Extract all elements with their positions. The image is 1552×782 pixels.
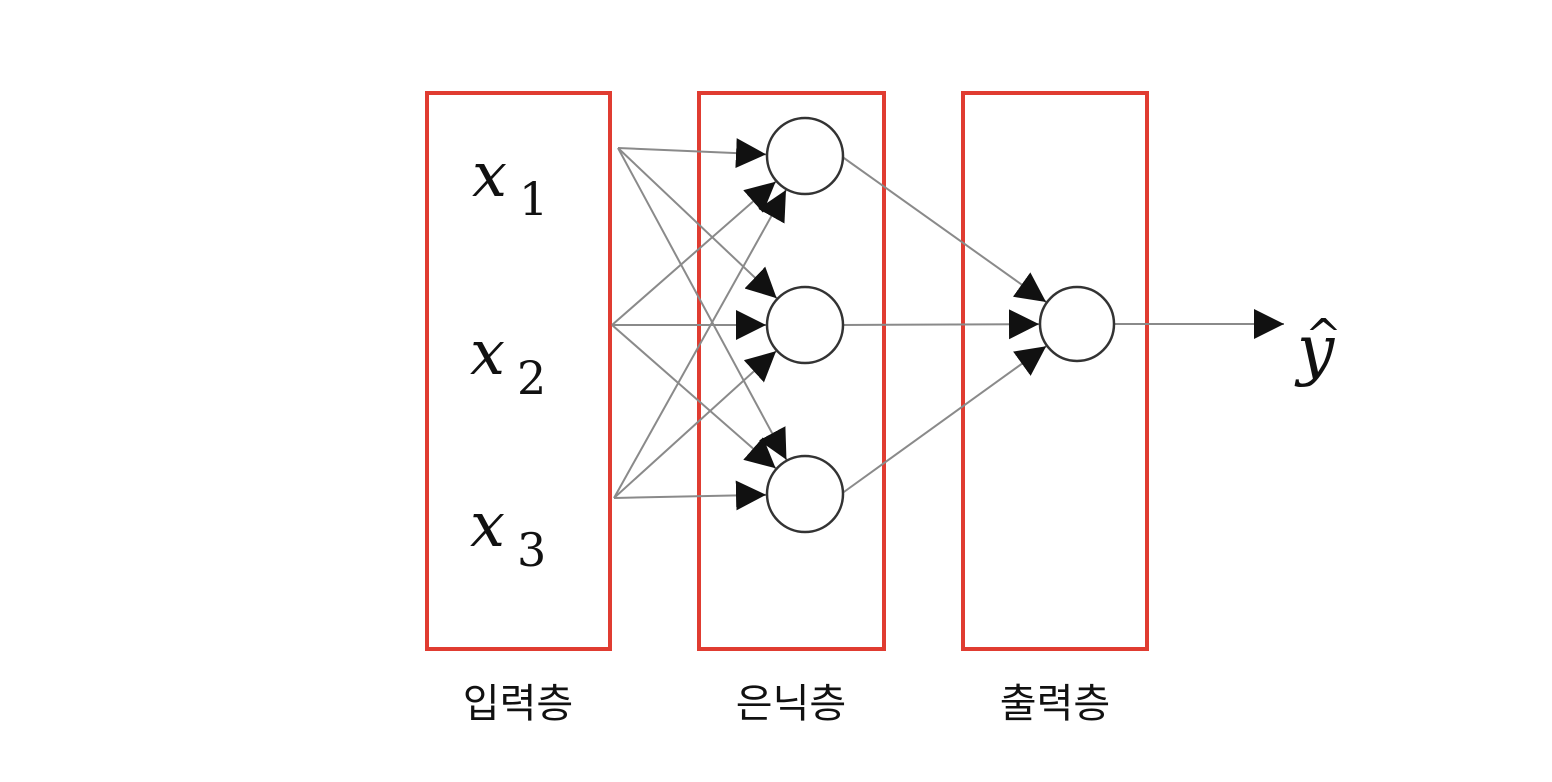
- hidden-neuron-3: [765, 454, 845, 534]
- input-x2: x 2: [470, 316, 546, 405]
- output-layer-label: 출력층: [1000, 681, 1110, 727]
- output-layer-box: [961, 91, 1149, 651]
- input-x3: x 3: [470, 488, 546, 577]
- edge-input-1-to-hidden-2: [617, 147, 778, 299]
- hidden-neuron-2: [765, 285, 845, 365]
- hidden-neuron-1: [765, 116, 845, 196]
- input-layer-label: 입력층: [463, 681, 573, 727]
- connections: [611, 138, 1284, 511]
- output-y-hat: y ^: [1294, 310, 1342, 388]
- svg-text:3: 3: [517, 523, 546, 577]
- edge-input-3-to-hidden-1: [613, 189, 787, 499]
- svg-text:1: 1: [519, 172, 548, 226]
- edge-hidden-1-to-output: [840, 155, 1047, 303]
- edge-input-3-to-hidden-2: [613, 350, 777, 499]
- hidden-layer-box: [697, 91, 886, 651]
- edge-input-3-to-hidden-3: [613, 480, 767, 511]
- edge-input-1-to-hidden-1: [617, 138, 767, 169]
- input-x1: x 1: [472, 138, 548, 226]
- edge-input-2-to-hidden-3: [611, 324, 777, 470]
- svg-text:y: y: [1294, 311, 1335, 388]
- svg-text:x: x: [472, 138, 507, 211]
- output-neuron: [1038, 285, 1116, 363]
- edge-input-1-to-hidden-3: [617, 147, 788, 461]
- svg-text:x: x: [470, 316, 505, 389]
- input-layer-box: [425, 91, 612, 651]
- edge-hidden-2-to-output: [841, 309, 1040, 340]
- svg-text:x: x: [470, 488, 505, 561]
- hidden-layer-label: 은닉층: [736, 681, 846, 727]
- edge-hidden-3-to-output: [840, 345, 1047, 495]
- hat-mark: ^: [1305, 310, 1342, 361]
- svg-text:2: 2: [517, 351, 546, 405]
- edge-input-2-to-hidden-1: [611, 180, 777, 326]
